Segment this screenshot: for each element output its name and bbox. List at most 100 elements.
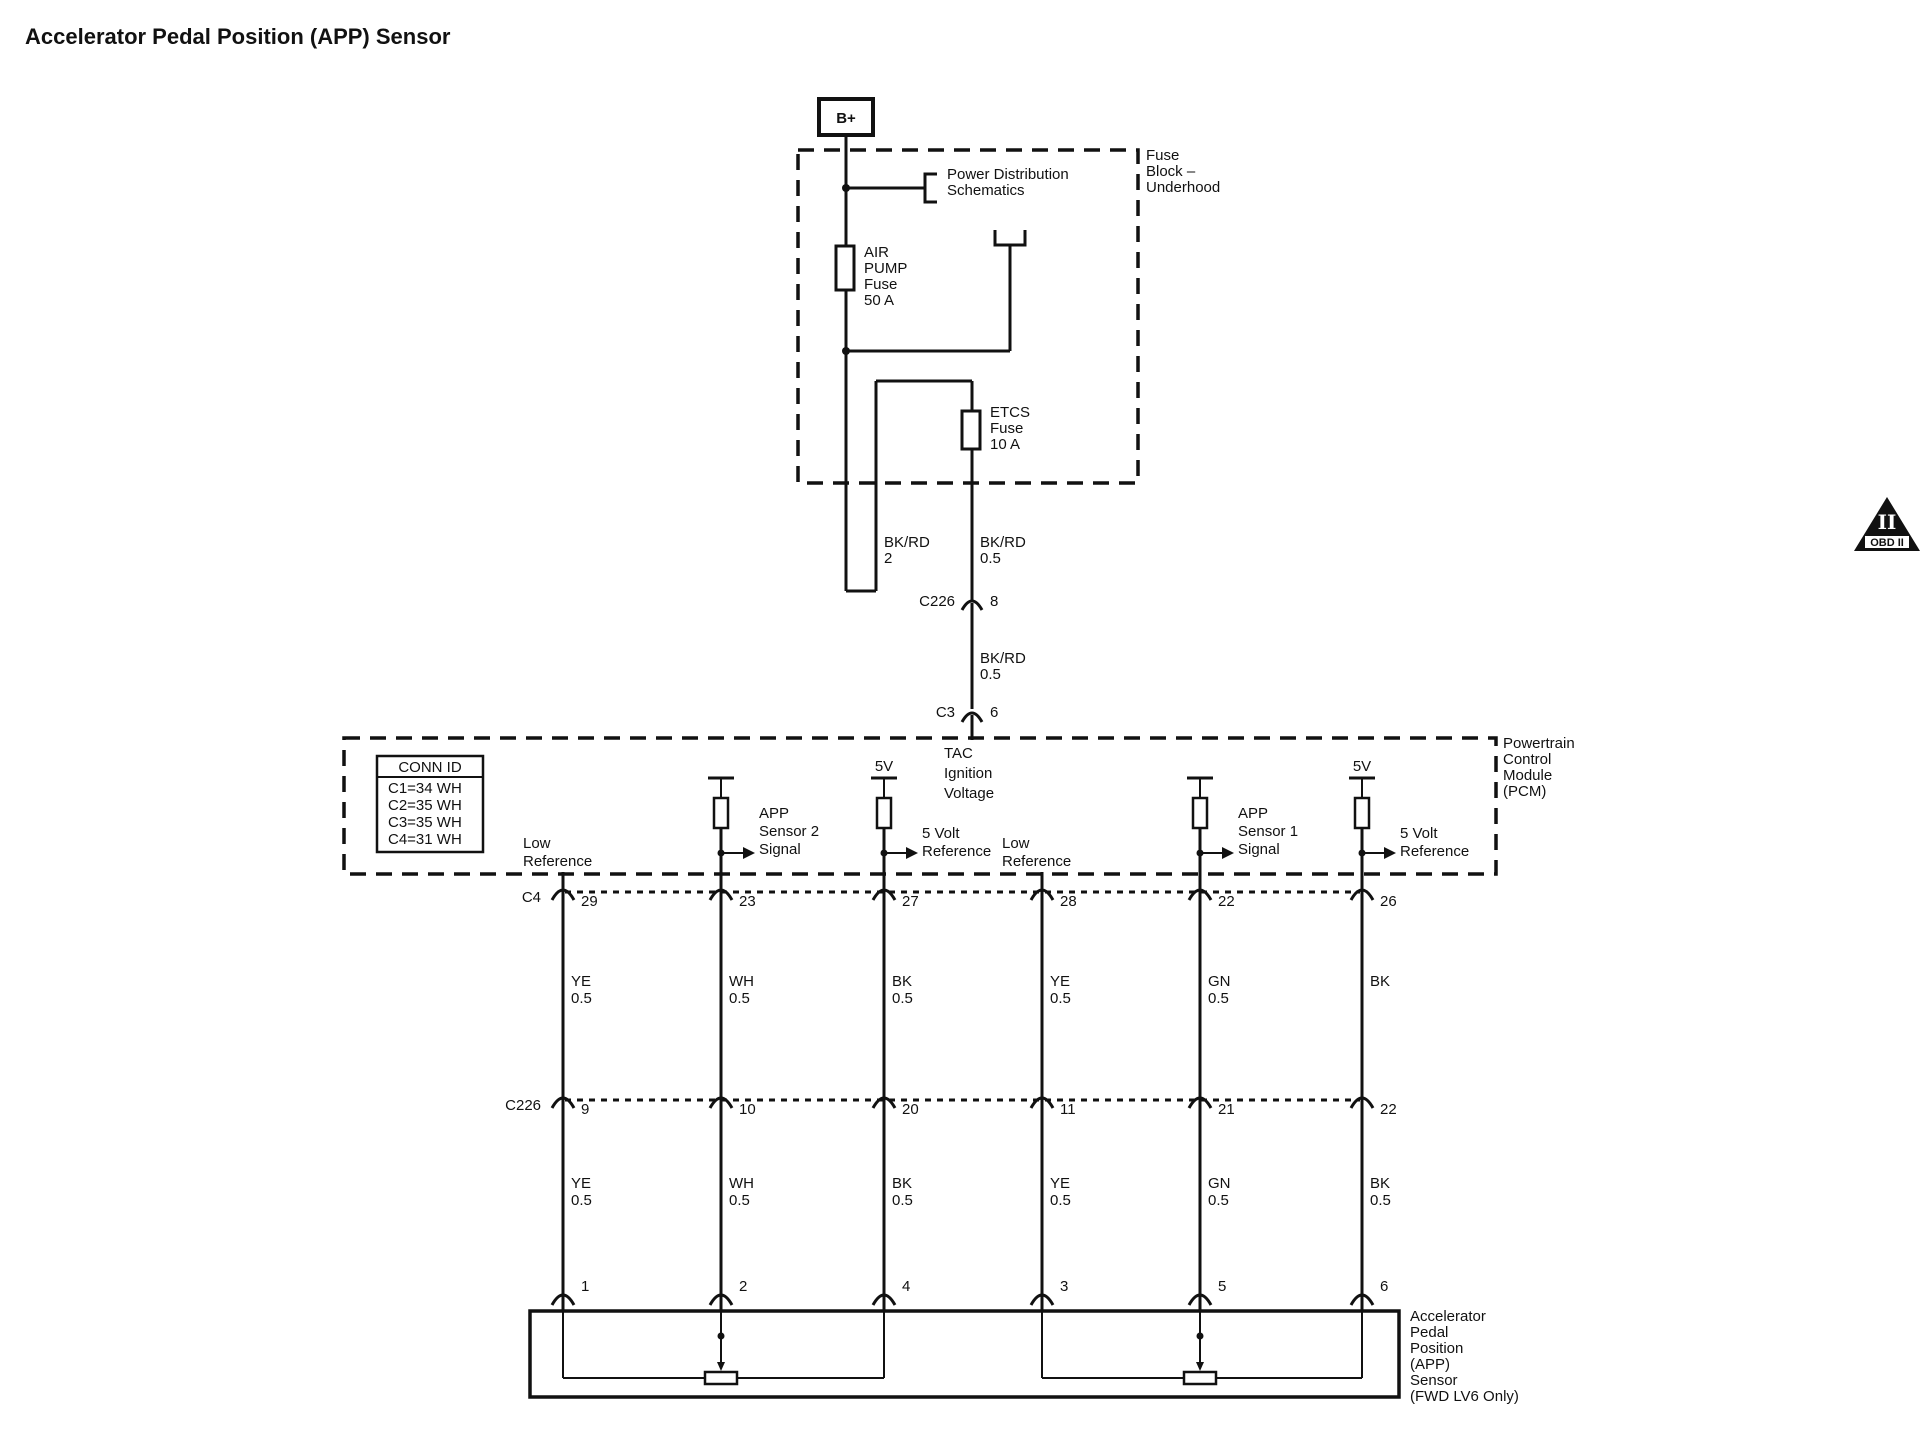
c4-pin-number: 26	[1380, 893, 1397, 910]
svg-text:Pedal: Pedal	[1410, 1324, 1448, 1341]
pcm-outline	[342, 736, 1498, 876]
c226-pin-number: 9	[581, 1101, 589, 1118]
svg-text:AIR: AIR	[864, 244, 889, 261]
wire-gauge-label: 0.5	[729, 990, 750, 1007]
power-distribution-label: Power Distribution Schematics	[947, 166, 1069, 199]
signal-arrow-icon	[1222, 847, 1234, 859]
wire-gauge-label: 0.5	[1050, 1192, 1071, 1209]
c4-pin-terminal	[1029, 888, 1055, 901]
fuse-block-label: Fuse Block – Underhood	[1146, 147, 1220, 196]
five-volt-label: 5V	[1353, 758, 1371, 775]
svg-text:BK/RD: BK/RD	[884, 534, 930, 551]
sensor-pin-terminal	[708, 1293, 734, 1306]
wire-label-bkrd-05-top: BK/RD 0.5	[980, 534, 1026, 567]
potentiometer-2	[1041, 1311, 1363, 1386]
pcm-pin-label: Sensor 1	[1238, 823, 1298, 840]
pcm-pin-label: Signal	[759, 841, 801, 858]
pullup-resistor	[712, 796, 730, 830]
pcm-pin-label: APP	[1238, 805, 1268, 822]
obd-roman: II	[1878, 510, 1897, 534]
svg-text:50 A: 50 A	[864, 292, 894, 309]
svg-text:BK/RD: BK/RD	[980, 534, 1026, 551]
c4-pin-number: 23	[739, 893, 756, 910]
svg-text:Module: Module	[1503, 767, 1552, 784]
sensor-pin-number: 5	[1218, 1278, 1226, 1295]
pcm-pin-label: 5 Volt	[1400, 825, 1438, 842]
wire-gauge-label: 0.5	[1370, 1192, 1391, 1209]
c4-pin-terminal	[550, 888, 576, 901]
wire-color-label: GN	[1208, 973, 1231, 990]
svg-text:Ignition: Ignition	[944, 765, 992, 782]
sensor-pin-terminal	[550, 1293, 576, 1306]
conn-id-title: CONN ID	[398, 759, 462, 776]
c4-pin-number: 28	[1060, 893, 1077, 910]
pcm-pin-label: Reference	[922, 843, 991, 860]
sensor-pin-terminal	[871, 1293, 897, 1306]
wire-color-label: GN	[1208, 1175, 1231, 1192]
c4-pin-number: 29	[581, 893, 598, 910]
reference-arrow-icon	[906, 847, 918, 859]
c4-pin-terminal	[1187, 888, 1213, 901]
c3-name: C3	[936, 704, 955, 721]
sensor-pin-terminal	[1029, 1293, 1055, 1306]
c226-pin-number: 10	[739, 1101, 756, 1118]
wire-gauge-label: 0.5	[892, 990, 913, 1007]
wire-gauge-label: 0.5	[1208, 1192, 1229, 1209]
svg-text:C4=31 WH: C4=31 WH	[388, 831, 462, 848]
svg-text:C1=34 WH: C1=34 WH	[388, 780, 462, 797]
five-volt-label: 5V	[875, 758, 893, 775]
fuse-block-wiring	[834, 135, 1027, 600]
sensor-pin-number: 4	[902, 1278, 910, 1295]
svg-text:0.5: 0.5	[980, 666, 1001, 683]
svg-text:C3=35 WH: C3=35 WH	[388, 814, 462, 831]
wire-label-bkrd-05-mid: BK/RD 0.5	[980, 650, 1026, 683]
svg-text:0.5: 0.5	[980, 550, 1001, 567]
svg-text:Underhood: Underhood	[1146, 179, 1220, 196]
svg-text:Block –: Block –	[1146, 163, 1196, 180]
wire-gauge-label: 0.5	[1208, 990, 1229, 1007]
wire-color-label: YE	[571, 973, 591, 990]
svg-text:ETCS: ETCS	[990, 404, 1030, 421]
c226-pin-number: 20	[902, 1101, 919, 1118]
pullup-resistor	[1191, 796, 1209, 830]
obd-ii-badge: II OBD II	[1854, 497, 1920, 551]
svg-text:2: 2	[884, 550, 892, 567]
wire-color-label: YE	[571, 1175, 591, 1192]
pcm-pin-label: Signal	[1238, 841, 1280, 858]
pcm-pin-label: 5 Volt	[922, 825, 960, 842]
wiper-arrow-icon	[717, 1362, 725, 1371]
tac-label: TAC Ignition Voltage	[944, 745, 994, 802]
reference-resistor	[1353, 796, 1371, 830]
diagram-title: Accelerator Pedal Position (APP) Sensor	[25, 24, 451, 49]
c4-pin-terminal	[1349, 888, 1375, 901]
c4-pin-terminal	[708, 888, 734, 901]
signal-arrow-icon	[743, 847, 755, 859]
pcm-pin-label: Reference	[1400, 843, 1469, 860]
svg-text:Fuse: Fuse	[864, 276, 897, 293]
fuse-block-outline	[796, 148, 1140, 485]
c226-pin-terminal	[1349, 1096, 1375, 1109]
c226-pin-number: 22	[1380, 1101, 1397, 1118]
pcm-label: Powertrain Control Module (PCM)	[1503, 735, 1575, 800]
pcm-pin-label: Sensor 2	[759, 823, 819, 840]
pcm-pin-label: Low	[523, 835, 551, 852]
wire-color-label: BK	[1370, 1175, 1390, 1192]
pcm-pin-label: Low	[1002, 835, 1030, 852]
c3-connector: C3 6	[936, 704, 998, 740]
svg-text:(FWD LV6 Only): (FWD LV6 Only)	[1410, 1388, 1519, 1405]
svg-text:Fuse: Fuse	[1146, 147, 1179, 164]
obd-text: OBD II	[1870, 537, 1904, 549]
svg-text:Control: Control	[1503, 751, 1551, 768]
sensor-internals	[562, 1311, 1363, 1386]
sensor-pin-terminal	[1187, 1293, 1213, 1306]
wire-color-label: YE	[1050, 973, 1070, 990]
c4-pin-terminal	[871, 888, 897, 901]
svg-text:Powertrain: Powertrain	[1503, 735, 1575, 752]
wire-gauge-label: 0.5	[571, 990, 592, 1007]
sensor-pin-number: 1	[581, 1278, 589, 1295]
